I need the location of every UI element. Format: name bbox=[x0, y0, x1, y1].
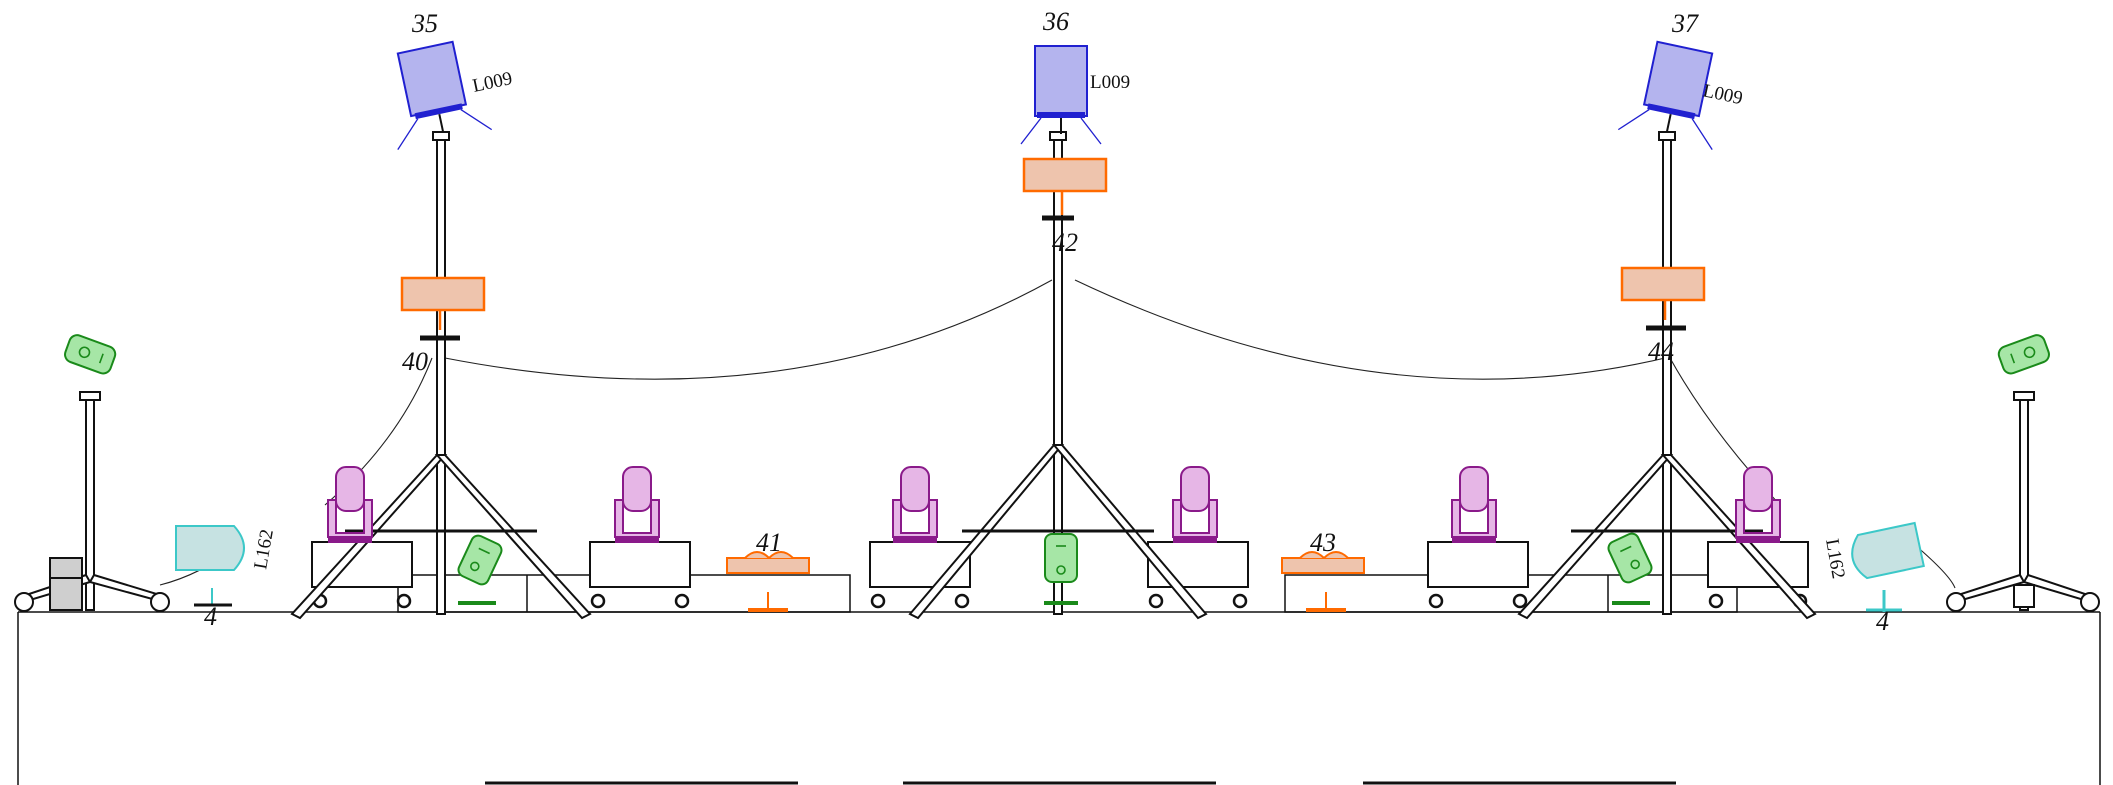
tripod-stand-center bbox=[908, 131, 1208, 620]
par-can-icon bbox=[64, 334, 117, 375]
flood-icon bbox=[1851, 521, 1925, 580]
par-can-icon bbox=[1607, 532, 1653, 584]
orange-pipe-marks bbox=[438, 191, 1667, 330]
spotlight-icon bbox=[1020, 45, 1102, 145]
moving-head-icon bbox=[892, 466, 938, 543]
moving-head-icon bbox=[1735, 466, 1781, 543]
fixture-number-44: 44 bbox=[1648, 337, 1674, 366]
moving-head-icon bbox=[327, 466, 373, 543]
strobe-icon bbox=[726, 551, 810, 612]
fixture-number-43: 43 bbox=[1310, 528, 1336, 557]
lamp-code-l162-left: L162 bbox=[250, 528, 278, 571]
lamp-code-l009: L009 bbox=[1701, 80, 1745, 109]
clamp-bars bbox=[420, 215, 1686, 341]
flood-icon bbox=[175, 525, 245, 571]
fixture-number-4-left: 4 bbox=[204, 602, 217, 631]
moving-head-icon bbox=[614, 466, 660, 543]
orange-effect-boxes bbox=[400, 157, 1706, 312]
spotlight-icon bbox=[1617, 40, 1714, 150]
lamp-code-l009: L009 bbox=[1090, 72, 1130, 93]
par-can-icon bbox=[1997, 334, 2050, 375]
fixture-number-4-right: 4 bbox=[1876, 607, 1889, 636]
fixture-number-37: 37 bbox=[1671, 9, 1699, 38]
fixture-number-40: 40 bbox=[402, 347, 428, 376]
side-stand-left bbox=[14, 391, 170, 612]
strobe-icon bbox=[1281, 551, 1365, 612]
side-stand-right bbox=[1946, 391, 2100, 612]
moving-head-icon bbox=[1172, 466, 1218, 543]
lamp-code-l009: L009 bbox=[471, 68, 515, 97]
fixture-number-36: 36 bbox=[1042, 7, 1069, 36]
fixture-number-42: 42 bbox=[1052, 228, 1078, 257]
par-can-icon bbox=[457, 534, 503, 586]
moving-head-icon bbox=[1451, 466, 1497, 543]
spotlight-icon bbox=[396, 40, 493, 150]
lamp-code-l162-right: L162 bbox=[1821, 537, 1849, 580]
flood-base bbox=[1866, 590, 1902, 612]
par-can-icon bbox=[1044, 533, 1078, 583]
fixture-number-41: 41 bbox=[756, 528, 782, 557]
fixture-number-35: 35 bbox=[411, 9, 438, 38]
